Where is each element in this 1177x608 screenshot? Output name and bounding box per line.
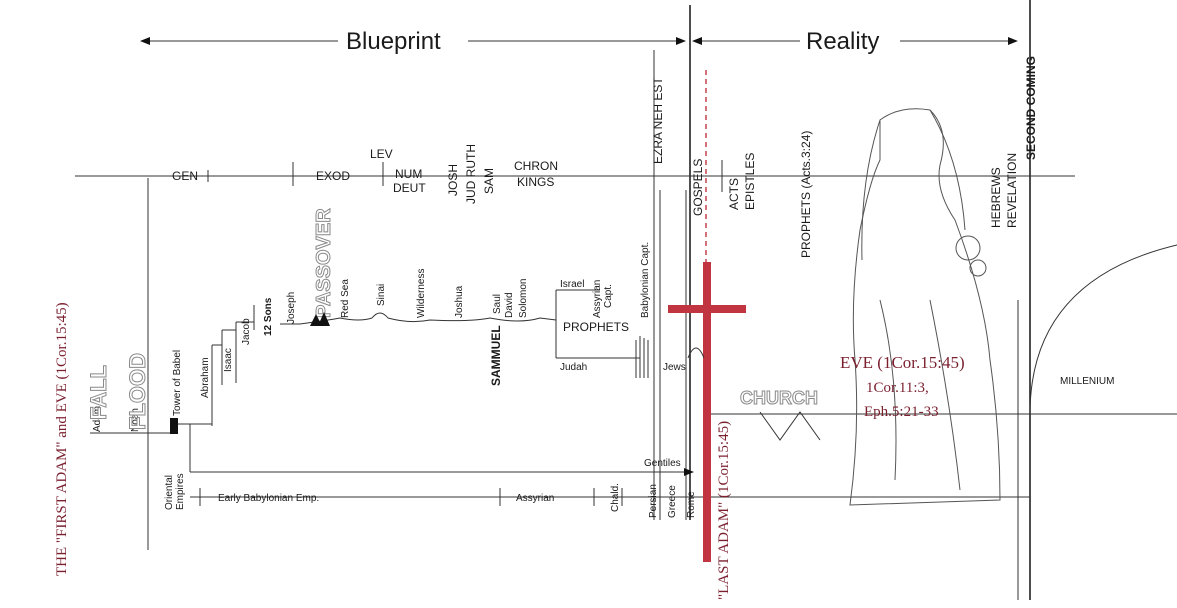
- israel-label: Israel: [560, 279, 584, 290]
- passover-label: PASSOVER: [313, 208, 335, 318]
- prophets-label: PROPHETS: [563, 320, 629, 334]
- header: Blueprint Reality: [140, 28, 1018, 55]
- oriental-label-2: Empires: [175, 473, 186, 510]
- assyrian-capt-label: Assyrian: [592, 280, 603, 318]
- blueprint-label: Blueprint: [346, 28, 441, 55]
- empires-row: Oriental Empires Early Babylonian Emp. A…: [164, 473, 1030, 518]
- greece-label: Greece: [667, 485, 678, 518]
- church-hatch: [759, 411, 821, 441]
- adam-label: Adam: [92, 406, 103, 432]
- bouquet-icon: [969, 259, 987, 277]
- books-row: GEN EXOD LEV NUM DEUT JOSH JUD RUTH SAM …: [75, 56, 1075, 258]
- solomon-label: Solomon: [518, 279, 529, 318]
- arrowhead-left-icon: [140, 37, 150, 45]
- church-label: CHURCH: [740, 388, 818, 408]
- second-coming-label: SECOND COMING: [1024, 56, 1038, 160]
- book-prophets-acts: PROPHETS (Acts.3:24): [799, 131, 813, 258]
- wilderness-label: Wilderness: [416, 269, 427, 318]
- dress-fold: [929, 299, 961, 491]
- book-gen: GEN: [172, 169, 198, 183]
- twelve-sons-label: 12 Sons: [263, 297, 274, 336]
- book-acts: ACTS: [727, 178, 741, 210]
- millenium-label: MILLENIUM: [1060, 376, 1114, 387]
- arrowhead-right-icon: [676, 37, 686, 45]
- book-gospels: GOSPELS: [691, 159, 705, 216]
- book-exod: EXOD: [316, 169, 350, 183]
- joshua-label: Joshua: [454, 285, 465, 318]
- tower-of-babel-label: Tower of Babel: [172, 350, 183, 416]
- babylonian-capt-label: Babylonian Capt.: [640, 242, 651, 318]
- red-sea-label: Red Sea: [340, 279, 351, 318]
- book-sam: SAM: [482, 168, 496, 194]
- assyrian-capt-label-2: Capt.: [603, 284, 614, 308]
- bride-illustration: [849, 108, 1001, 506]
- cross-horizontal-beam: [668, 305, 746, 313]
- oriental-label: Oriental: [164, 475, 175, 510]
- book-lev: LEV: [370, 147, 393, 161]
- arrowhead-right-icon: [684, 468, 694, 476]
- sinai-label: Sinai: [376, 284, 387, 306]
- arrowhead-left-icon: [692, 37, 702, 45]
- rome-label: Rome: [686, 491, 697, 518]
- last-adam-annotation: "LAST ADAM" (1Cor.15:45): [716, 421, 732, 600]
- first-adam-annotation: THE "FIRST ADAM" and EVE (1Cor.15:45): [54, 302, 70, 576]
- book-josh: JOSH: [446, 164, 460, 196]
- cross-vertical-beam: [703, 262, 711, 562]
- veil-line: [929, 109, 966, 231]
- captivity-hatch: [635, 336, 649, 378]
- joseph-label: Joseph: [286, 292, 297, 324]
- jacob-label: Jacob: [241, 318, 252, 345]
- israel-journey: Red Sea Sinai Wilderness Joshua Saul Dav…: [299, 242, 686, 386]
- jews-label: Jews: [663, 362, 686, 373]
- gentiles-label: Gentiles: [644, 458, 681, 469]
- book-epistles: EPISTLES: [743, 153, 757, 210]
- judah-label: Judah: [560, 362, 587, 373]
- book-jud-ruth: JUD RUTH: [464, 144, 478, 204]
- cor11-annotation: 1Cor.11:3,: [866, 380, 929, 396]
- bouquet-icon: [955, 235, 981, 261]
- fall-label: FALL: [86, 365, 111, 420]
- book-kings: KINGS: [517, 175, 554, 189]
- book-chron: CHRON: [514, 159, 558, 173]
- book-revelation: REVELATION: [1005, 153, 1019, 228]
- chald-label: Chald.: [610, 483, 621, 512]
- early-babylonian-label: Early Babylonian Emp.: [218, 493, 319, 504]
- david-label: David: [504, 292, 515, 318]
- arrowhead-right-icon: [1008, 37, 1018, 45]
- book-num: NUM: [395, 167, 422, 181]
- tower-of-babel-icon: [170, 418, 178, 434]
- eph-annotation: Eph.5:21-33: [864, 404, 939, 420]
- veil-line: [861, 119, 881, 261]
- dress-fold: [879, 299, 897, 481]
- assyrian-label: Assyrian: [516, 493, 554, 504]
- eve-annotation: EVE (1Cor.15:45): [840, 353, 965, 372]
- noah-label: Noah: [130, 408, 141, 432]
- journey-path: [299, 312, 557, 325]
- sammuel-label: SAMMUEL: [489, 325, 503, 386]
- tomb-arch: [687, 347, 705, 359]
- flood-label: FLOOD: [125, 353, 150, 430]
- millenium-arc: [1029, 244, 1177, 415]
- persian-label: Persian: [648, 484, 659, 518]
- saul-label: Saul: [492, 294, 503, 314]
- isaac-label: Isaac: [223, 348, 234, 372]
- book-deut: DEUT: [393, 181, 426, 195]
- book-hebrews: HEBREWS: [989, 167, 1003, 228]
- book-ezra-neh-est: EZRA NEH EST: [651, 77, 665, 164]
- patriarch-ladder: Adam Noah Tower of Babel Abraham Isaac J…: [90, 292, 300, 434]
- tent-icon: [318, 312, 330, 326]
- abraham-label: Abraham: [200, 357, 211, 398]
- tent-icon: [310, 314, 322, 326]
- reality-label: Reality: [806, 28, 879, 55]
- bride-outline: [849, 108, 1001, 506]
